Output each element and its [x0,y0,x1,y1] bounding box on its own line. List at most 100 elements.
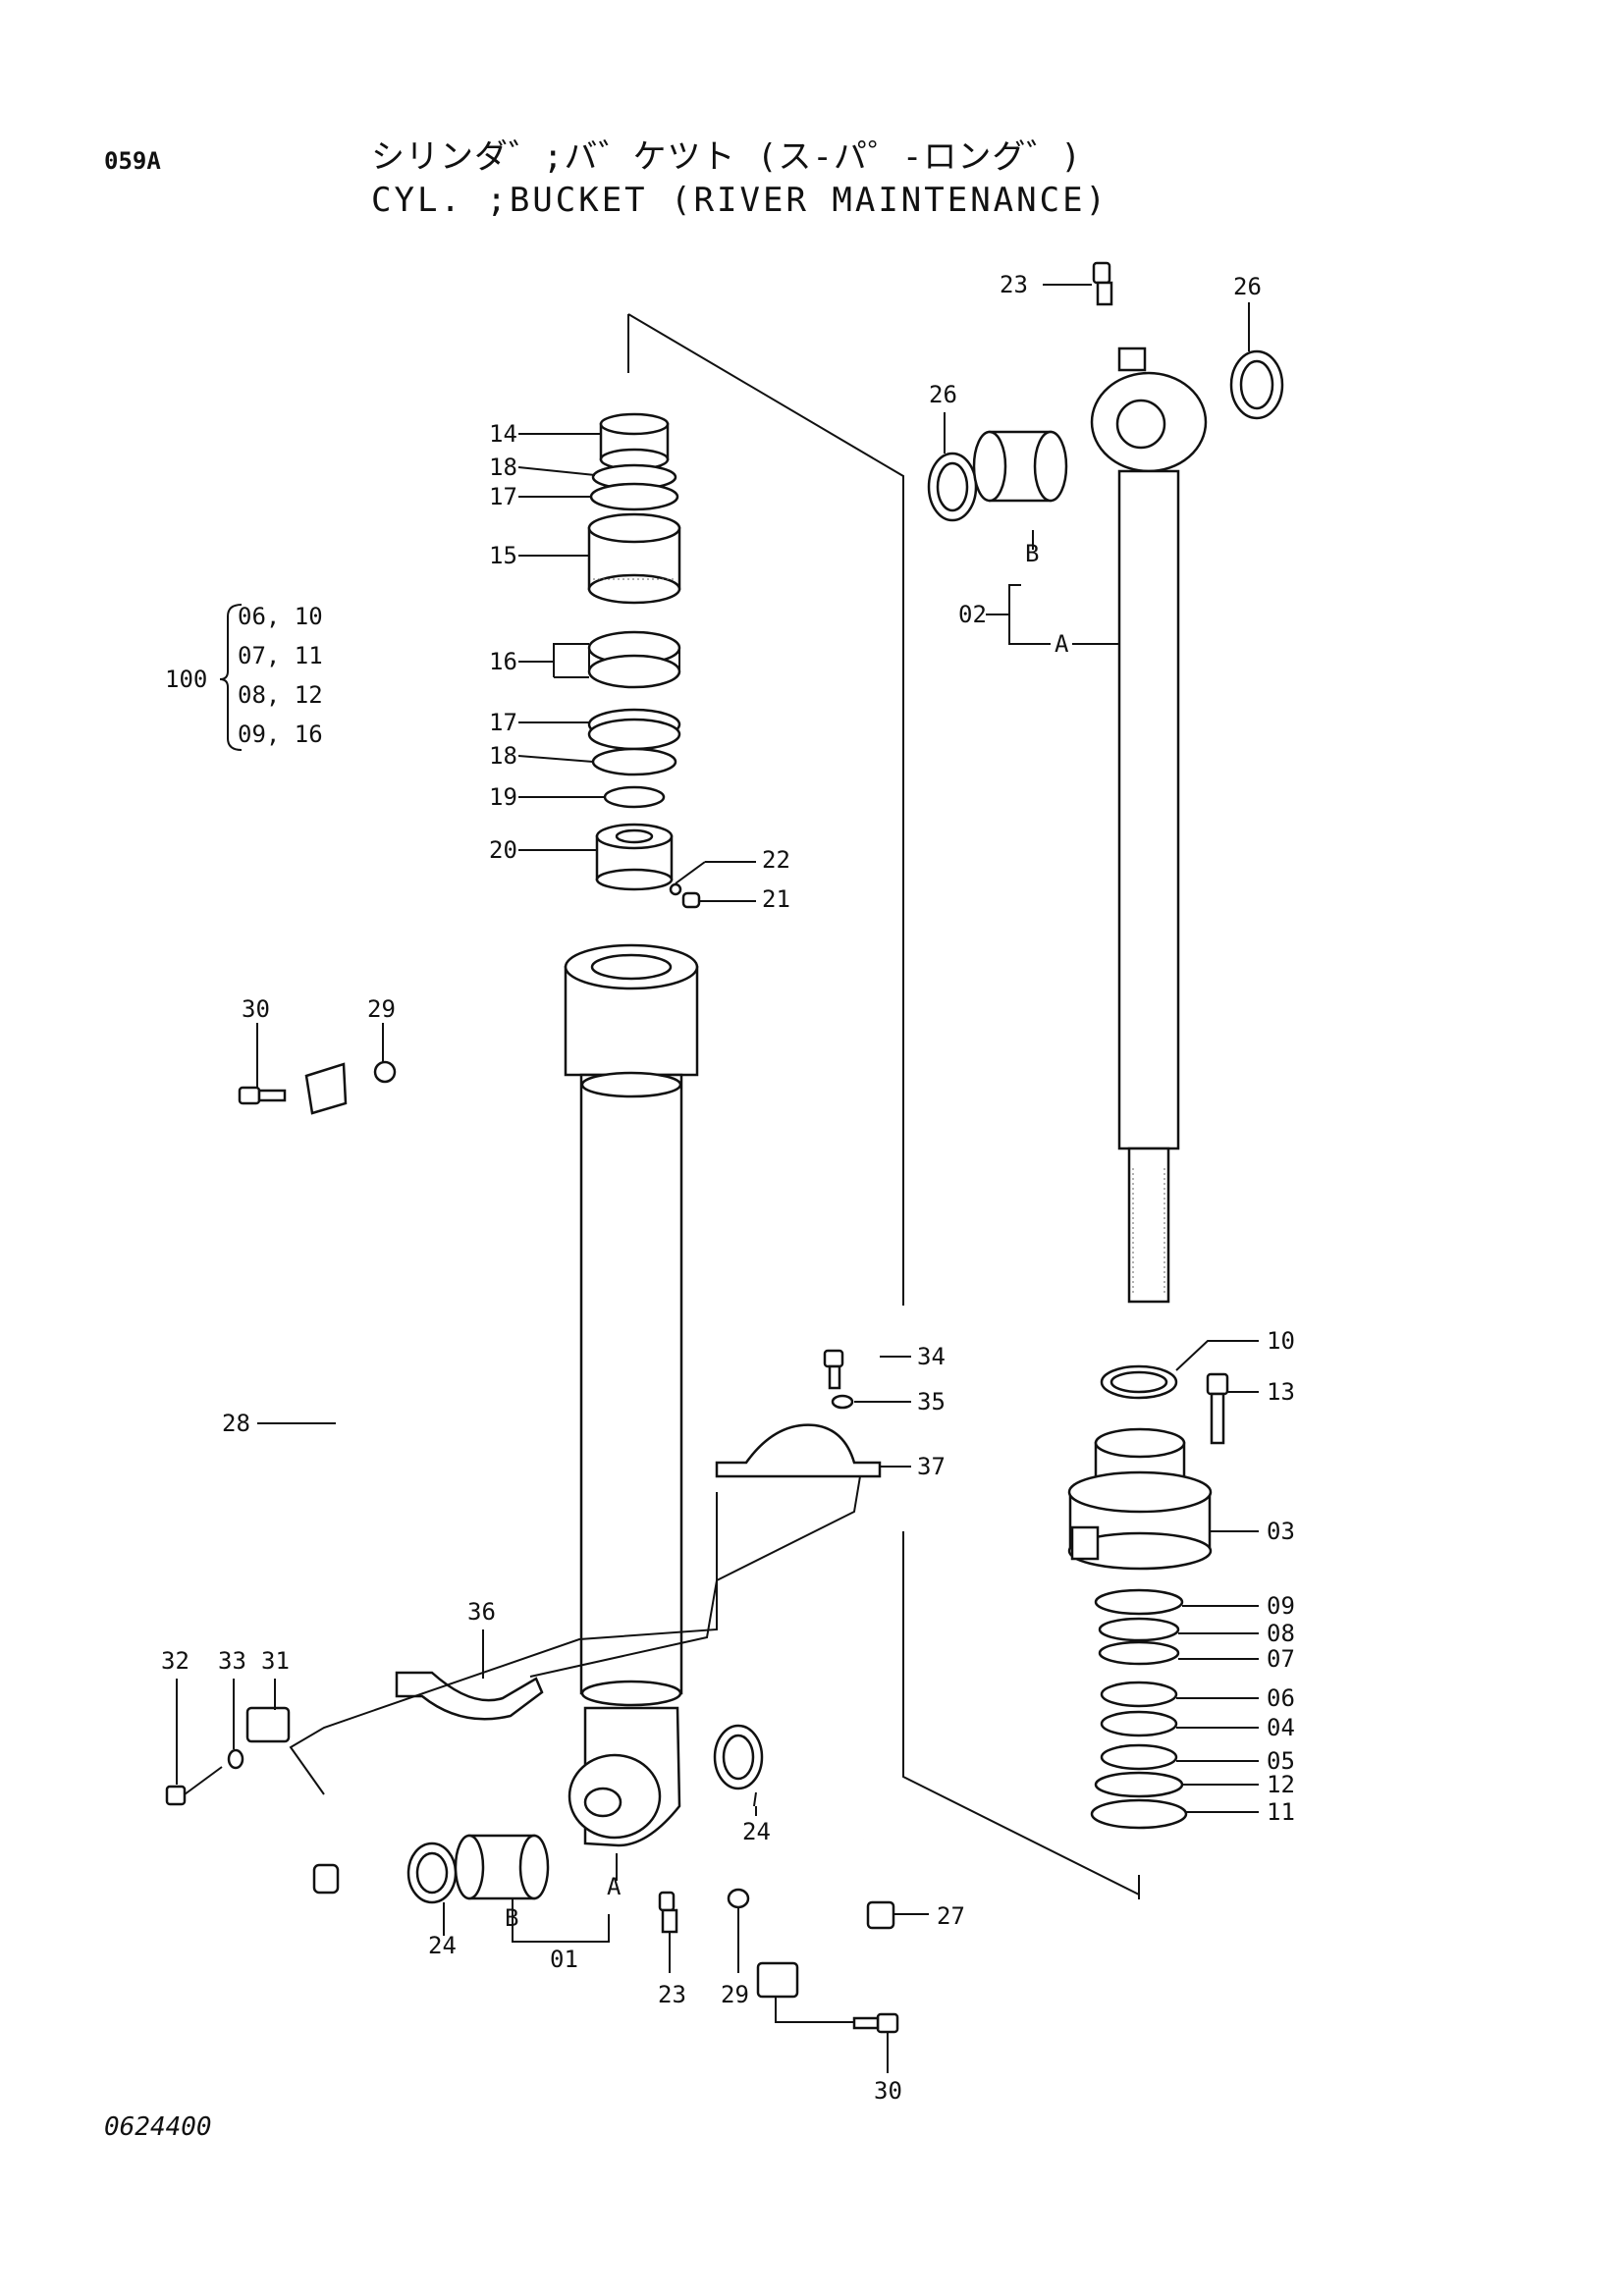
part-27-pipe [770,1832,895,1963]
page-code: 059A [104,147,161,175]
callout-29-upper: 29 [367,995,396,1023]
callout-18-upper: 18 [489,454,517,481]
part-26-dust-seal-right [1229,349,1284,420]
callout-17-lower: 17 [489,709,517,736]
callout-26-left: 26 [929,381,957,408]
part-26-dust-seal-left [927,452,978,522]
part-15-piston [587,512,681,605]
part-08-ring [1098,1617,1180,1642]
part-32-bolt [165,1766,223,1806]
callout-02: 02 [958,601,987,628]
part-33-washer [227,1748,244,1770]
kit-list: 100 06, 10 07, 11 08, 12 09, 16 [165,603,323,748]
callout-a-rod: A [1055,630,1069,658]
part-34-bolt [823,1349,844,1390]
part-03-rod-cover [1067,1427,1213,1571]
callout-26-right: 26 [1233,273,1262,300]
callout-05: 05 [1267,1747,1295,1775]
part-30-bolt-lower [852,2012,899,2034]
callout-29-lower: 29 [721,1981,749,2008]
callout-23-upper: 23 [1000,271,1028,298]
kit-row-3: 08, 12 [238,681,323,709]
part-02-piston-rod [1090,347,1208,1304]
callout-16: 16 [489,648,517,675]
callout-09: 09 [1267,1592,1295,1620]
part-24-dust-seal-right [713,1724,764,1790]
callout-15: 15 [489,542,517,569]
callout-20: 20 [489,836,517,864]
part-31-block [245,1706,291,1743]
assembly-guide-lines [627,313,1140,1899]
callout-10: 10 [1267,1327,1295,1355]
callout-04: 04 [1267,1714,1295,1741]
part-24-dust-seal-left [406,1842,458,1904]
part-11-o-ring [1090,1798,1188,1830]
part-23-grease-fitting-upper [1092,261,1113,306]
callout-11: 11 [1267,1798,1295,1826]
part-07-ring [1098,1640,1180,1666]
callout-36: 36 [467,1598,496,1626]
part-13-socket-bolt [1206,1372,1229,1445]
callout-33: 33 [218,1647,246,1675]
callout-30-upper: 30 [242,995,270,1023]
part-23-grease-fitting-lower [658,1891,678,1934]
part-20-nut [595,823,674,891]
callout-21: 21 [762,885,790,913]
title-japanese: シリンダ゛;バ゛ケツト (ス-パ゜-ロング゛) [371,137,1082,177]
part-19-o-ring [603,785,666,809]
part-35-washer [831,1394,854,1410]
callout-a-tube: A [607,1873,622,1900]
part-21-set-screw [681,891,701,909]
part-18-ring-lower [591,747,677,776]
part-10-o-ring [1100,1364,1178,1400]
callout-18-lower: 18 [489,742,517,770]
callout-03: 03 [1267,1518,1295,1545]
callout-13: 13 [1267,1378,1295,1406]
part-17-ring-lower [587,708,681,751]
part-12-backup-ring [1094,1771,1184,1798]
callout-35: 35 [917,1388,946,1415]
callout-01: 01 [550,1946,578,1973]
part-28-pipe [308,1098,348,1895]
callout-30-lower: 30 [874,2077,902,2105]
part-06-seal [1100,1681,1178,1708]
document-number: 0624400 [104,2112,212,2142]
part-09-ring [1094,1588,1184,1616]
part-pipe-flange-lower [756,1961,799,1999]
part-04-seal [1100,1710,1178,1737]
part-05-ring [1100,1743,1178,1771]
callout-07: 07 [1267,1645,1295,1673]
callout-14: 14 [489,420,517,448]
callout-12: 12 [1267,1771,1295,1798]
callout-24-right: 24 [742,1818,771,1845]
part-01-cylinder-tube [564,943,699,1847]
part-22-steel-ball [669,882,682,896]
part-29-o-ring-lower [727,1888,750,1909]
callout-06: 06 [1267,1684,1295,1712]
part-14-bushing [599,412,670,471]
part-29-o-ring-upper [373,1060,397,1084]
callout-b-rod: B [1025,540,1039,567]
leader-lines [176,284,1259,2073]
part-37-clamp [715,1423,882,1478]
part-rod-bushing [972,430,1068,503]
kit-row-2: 07, 11 [238,642,323,669]
kit-row-1: 06, 10 [238,603,323,630]
callout-b-tube: B [505,1904,518,1932]
callout-24-left: 24 [428,1932,457,1959]
part-30-bolt-upper [238,1086,287,1105]
callout-22: 22 [762,846,790,874]
kit-bracket [219,604,243,751]
kit-row-4: 09, 16 [238,721,323,748]
callout-19: 19 [489,783,517,811]
callout-34: 34 [917,1343,946,1370]
callout-37: 37 [917,1453,946,1480]
callout-labels: 14 18 17 15 16 17 18 19 20 22 21 23 26 2… [161,271,1295,2105]
callout-28: 28 [222,1410,250,1437]
kit-number: 100 [165,666,207,693]
part-pipe-flange-upper [304,1062,348,1115]
callout-27: 27 [937,1902,965,1930]
callout-08: 08 [1267,1620,1295,1647]
callout-32: 32 [161,1647,189,1675]
